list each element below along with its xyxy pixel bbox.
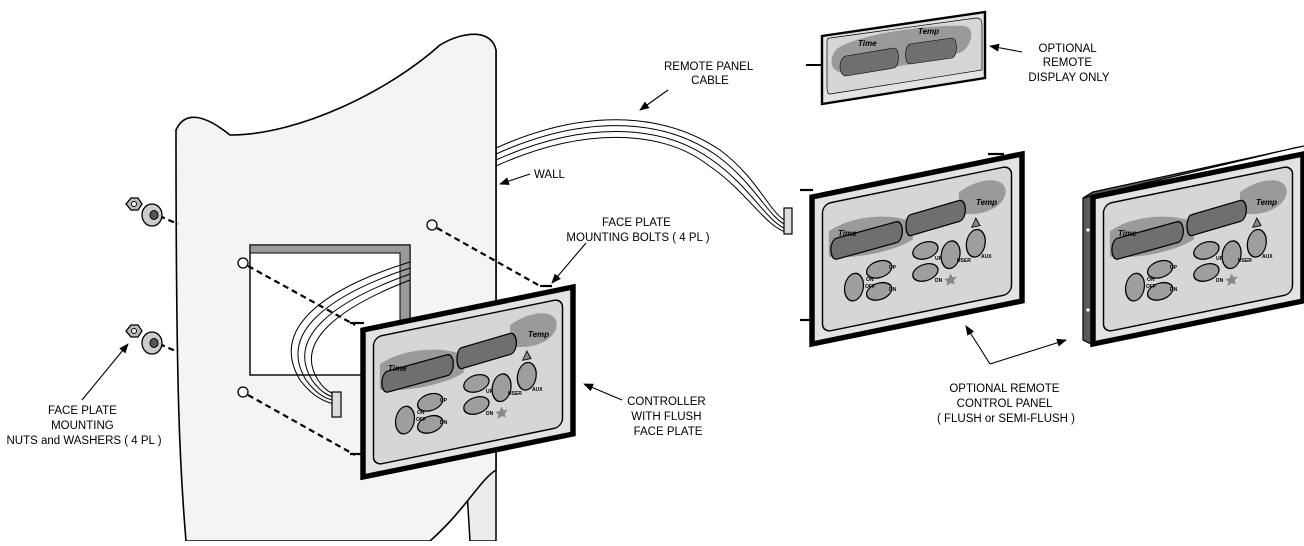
up-button-label: UP [486, 389, 494, 395]
on-off-button-label-top: ON [866, 277, 874, 283]
up-button-label: UP [440, 398, 448, 404]
label-remote-panel-cable: REMOTE PANEL CABLE [664, 61, 756, 87]
user-button-label: USER [1238, 258, 1252, 264]
leader-arrows [81, 43, 1067, 401]
label-optional-remote-control-panel: OPTIONAL REMOTE CONTROL PANEL ( FLUSH or… [937, 383, 1075, 425]
optional-remote-control-panel-flush: Time Temp ON OFF UP DN UP DN USER AUX [800, 154, 1022, 344]
optional-remote-display: Time Temp [806, 10, 987, 106]
up-button-label: UP [889, 265, 897, 271]
controller-face-plate: Time Temp ON OFF UP DN UP DN USER AUX [350, 286, 573, 477]
label-face-plate-nuts-washers: FACE PLATE MOUNTING NUTS and WASHERS ( 4… [6, 405, 161, 447]
optional-remote-control-panel-semi-flush: Time Temp ON OFF UP DN UP DN USER AUX [1082, 145, 1304, 345]
arrow-wall [499, 173, 531, 185]
on-off-button-label-top: ON [1147, 277, 1155, 283]
dn-button-label: DN [889, 287, 897, 293]
on-off-button-label-bottom: OFF [1146, 284, 1156, 290]
nut-and-washer-bottom [125, 324, 163, 355]
time-label: Time [838, 229, 857, 238]
dn-button-label: DN [935, 278, 943, 284]
temp-label: Temp [918, 27, 939, 36]
up-button-label: UP [1170, 265, 1178, 271]
temp-label: Temp [528, 330, 549, 339]
aux-button-label: AUX [981, 254, 992, 260]
time-label: Time [1118, 229, 1137, 238]
nut-and-washer-top [125, 197, 163, 227]
label-wall: WALL [534, 169, 565, 181]
user-button-label: USER [508, 391, 522, 397]
user-button-label: USER [957, 258, 971, 264]
on-off-button-label-bottom: OFF [865, 284, 875, 290]
cable-connector [783, 207, 793, 235]
arrow-remote-control-2 [989, 338, 1067, 365]
arrow-remote-cable [639, 89, 669, 111]
bolt-hole [426, 219, 438, 231]
arrow-nuts-washers [81, 343, 129, 401]
bolt-hole [237, 386, 249, 398]
dn-button-label: DN [1216, 278, 1224, 284]
label-controller-flush-face-plate: CONTROLLER WITH FLUSH FACE PLATE [627, 396, 709, 438]
on-off-button-label-top: ON [417, 410, 425, 416]
up-button-label: UP [935, 256, 943, 262]
cable-connector [331, 391, 342, 418]
arrow-remote-control-1 [965, 325, 991, 365]
up-button-label: UP [1216, 256, 1224, 262]
aux-button-label: AUX [532, 387, 543, 393]
arrow-optional-display [989, 43, 1023, 53]
time-label: Time [388, 364, 407, 373]
aux-button-label: AUX [1262, 254, 1273, 260]
dn-button-label: DN [486, 411, 494, 417]
dn-button-label: DN [440, 420, 448, 426]
temp-label: Temp [976, 198, 997, 207]
arrow-mounting-bolts [551, 242, 587, 284]
label-face-plate-mounting-bolts: FACE PLATE MOUNTING BOLTS ( 4 PL ) [566, 217, 709, 244]
remote-panel-cable [495, 119, 789, 234]
time-label: Time [858, 39, 877, 48]
label-optional-remote-display: OPTIONAL REMOTE DISPLAY ONLY [1028, 43, 1110, 84]
dn-button-label: DN [1170, 287, 1178, 293]
bolt-hole [237, 257, 249, 269]
wall [175, 33, 497, 542]
on-off-button-label-bottom: OFF [416, 417, 426, 423]
arrow-controller [583, 383, 623, 401]
temp-label: Temp [1256, 198, 1277, 207]
